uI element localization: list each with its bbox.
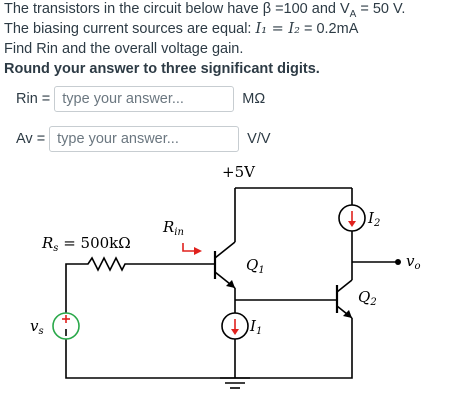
i1-current-source-icon (221, 312, 249, 340)
question-line-1-text: The transistors in the circuit below hav… (4, 1, 350, 17)
rin-label: Rin = (16, 91, 51, 107)
i2-label: I2 (367, 209, 380, 229)
bias-current-value: = 0.2mA (299, 21, 359, 37)
rs-circuit-label: Rs = 500kΩ (41, 234, 131, 254)
bias-current-equation: I₁ = I₂ (255, 21, 300, 37)
question-line-2-text: The biasing current sources are equal: (4, 21, 256, 37)
vs-label: vs (30, 317, 44, 337)
question-line-1-end: = 50 V. (356, 1, 406, 17)
rin-unit: MΩ (242, 91, 266, 107)
vs-voltage-source-icon (52, 312, 80, 340)
question-line-2: The biasing current sources are equal: I… (4, 20, 358, 38)
rin-input[interactable] (54, 86, 235, 112)
av-answer-row: Av = V/V (16, 126, 271, 152)
question-line-3: Find Rin and the overall voltage gain. (4, 41, 244, 57)
rounding-instruction: Round your answer to three significant d… (4, 61, 320, 77)
av-input[interactable] (49, 126, 240, 152)
av-unit: V/V (247, 131, 271, 147)
av-label: Av = (16, 131, 46, 147)
rin-answer-row: Rin = MΩ (16, 86, 265, 112)
q1-label: Q1 (246, 256, 265, 276)
rin-circuit-label: Rin (162, 218, 184, 238)
vo-label: vo (406, 252, 421, 272)
question-line-1: The transistors in the circuit below hav… (4, 0, 405, 24)
rin-arrow-icon (182, 243, 196, 252)
i2-current-source-icon (338, 204, 366, 232)
q2-label: Q2 (358, 288, 377, 308)
supply-label: +5V (222, 163, 256, 181)
va-subscript: A (349, 8, 357, 20)
i1-label: I1 (249, 317, 262, 337)
